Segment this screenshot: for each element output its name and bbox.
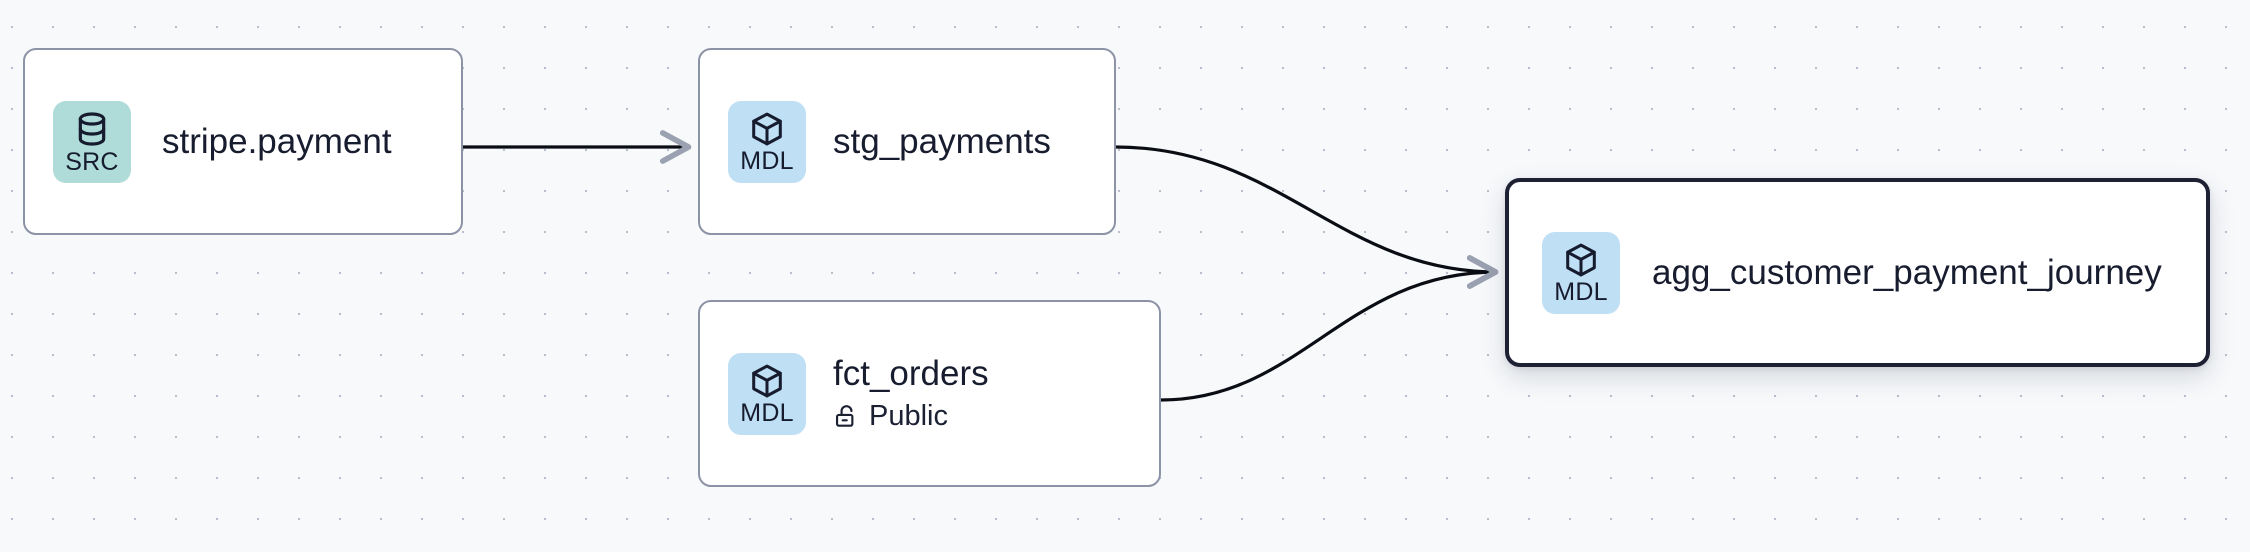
node-text: fct_orders Public — [833, 353, 989, 433]
lineage-node-stg-payments[interactable]: MDL stg_payments — [698, 48, 1116, 235]
badge-mdl: MDL — [1542, 231, 1620, 314]
node-text: agg_customer_payment_journey — [1652, 252, 2162, 293]
badge-mdl: MDL — [728, 100, 806, 183]
cube-icon — [752, 364, 782, 397]
badge-label: MDL — [1554, 277, 1608, 306]
node-title: agg_customer_payment_journey — [1652, 252, 2162, 292]
cube-icon — [1566, 243, 1596, 276]
cube-icon — [752, 112, 782, 145]
badge-src: SRC — [53, 100, 131, 183]
node-visibility-label: Public — [869, 399, 948, 432]
node-title: stripe.payment — [162, 121, 392, 161]
badge-label: SRC — [65, 147, 119, 176]
badge-label: MDL — [740, 398, 794, 427]
lineage-node-agg-customer-payment-journey[interactable]: MDL agg_customer_payment_journey — [1505, 178, 2210, 367]
database-icon — [78, 111, 106, 146]
badge-mdl: MDL — [728, 352, 806, 435]
node-title: stg_payments — [833, 121, 1051, 161]
node-title: fct_orders — [833, 354, 989, 394]
node-text: stripe.payment — [162, 121, 392, 162]
node-text: stg_payments — [833, 121, 1051, 162]
node-visibility: Public — [833, 399, 989, 434]
unlock-icon — [835, 404, 854, 427]
edge-stg-payments-to-agg-customer-payment-journey — [1115, 145, 1499, 289]
edge-fct-orders-to-agg-customer-payment-journey — [1160, 255, 1499, 402]
lineage-node-fct-orders[interactable]: MDL fct_orders Public — [698, 300, 1161, 487]
badge-label: MDL — [740, 146, 794, 175]
lineage-node-stripe-payment[interactable]: SRC stripe.payment — [23, 48, 463, 235]
